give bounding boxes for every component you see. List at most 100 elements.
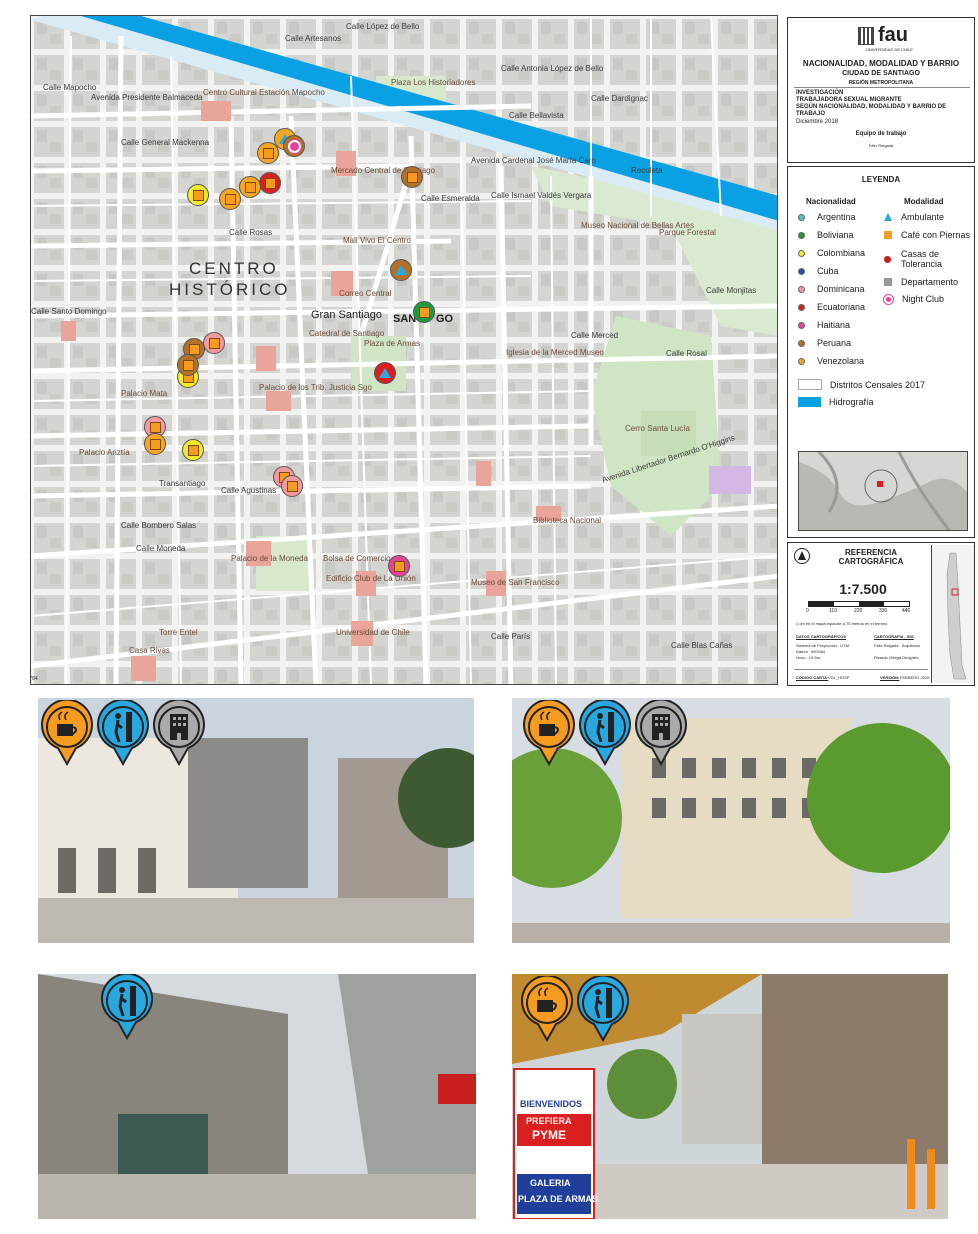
legend-label: Casas de xyxy=(901,249,940,259)
legend-item: Café con Piernas xyxy=(884,230,970,240)
version-value: FEBRERO 2020. xyxy=(900,675,931,680)
district-label: CENTRO xyxy=(189,259,279,278)
logo-text: fau xyxy=(878,24,908,46)
santiago-label: SAN xyxy=(393,313,417,325)
dot-icon xyxy=(884,256,891,263)
street-label: Calle París xyxy=(491,632,531,641)
version-label: VERSIÓN: xyxy=(880,675,900,680)
place-label: Casa Rivas xyxy=(129,646,170,655)
street-label: Recoleta xyxy=(631,166,663,175)
haitiana-dot-icon xyxy=(798,321,805,329)
reference-panel: REFERENCIA CARTOGRÁFICA 1:7.500 0 110 22… xyxy=(787,542,975,686)
legend-item: Colombiana xyxy=(798,248,865,258)
legend-label: Peruana xyxy=(817,338,852,348)
place-label: Universidad de Chile xyxy=(336,628,410,637)
place-label: Biblioteca Nacional xyxy=(533,516,602,525)
legend-label: Tolerancia xyxy=(901,259,943,269)
locator-map xyxy=(798,451,968,531)
map-marker-boliviana-cafe[interactable] xyxy=(413,301,435,323)
map-marker-venezolana-cafe[interactable] xyxy=(239,176,261,198)
north-arrow-icon xyxy=(794,548,810,564)
university-seal-icon xyxy=(858,26,874,45)
place-label: Edificio Club de La Unión xyxy=(326,574,416,583)
place-label: Plaza Los Historiadores xyxy=(391,78,476,87)
district-label: HISTÓRICO xyxy=(169,280,291,299)
legend-item: Ambulante xyxy=(884,212,944,222)
photo-scene xyxy=(512,698,950,943)
place-label: Palacio Mata xyxy=(121,389,168,398)
legend-label: Dominicana xyxy=(817,284,865,294)
cafe-icon xyxy=(522,698,576,767)
map-marker-peruana-ambulante[interactable] xyxy=(390,259,412,281)
map-marker-venezolana-cafe[interactable] xyxy=(219,188,241,210)
legend-item: Night Club xyxy=(884,294,944,304)
street-worker-icon xyxy=(96,698,150,767)
street-label: Transantiago xyxy=(159,479,206,488)
scale-bar xyxy=(808,601,910,607)
legend-label: Colombiana xyxy=(817,248,866,258)
chile-inset-map xyxy=(931,545,974,683)
reference-cell: Arquitecto xyxy=(902,643,921,648)
investigation-label: INVESTIGACIÓN xyxy=(796,90,844,96)
team-name: Félix Reigada xyxy=(868,143,894,148)
fau-logo: fau xyxy=(858,24,908,47)
map-marker-dominicana-cafe[interactable] xyxy=(203,332,225,354)
legend-label: Venezolana xyxy=(817,356,865,366)
legend-label: Departamento xyxy=(901,277,959,287)
legend-label: Distritos Censales 2017 xyxy=(830,379,926,390)
place-label: Palacio de la Moneda xyxy=(231,554,308,563)
photo-galeria-plaza-de-armas: BIENVENIDOS PREFIERA PYME GALERIA PLAZA … xyxy=(512,974,948,1219)
legend-item: Peruana xyxy=(798,338,851,348)
legend-item: Argentina xyxy=(798,212,856,222)
map-marker-colombiana-cafe[interactable] xyxy=(187,184,209,206)
map-marker-venezolana-cafe[interactable] xyxy=(144,433,166,455)
map-marker-ecuatoriana-cafe[interactable] xyxy=(259,172,281,194)
reference-cell: Ricardo Ortega xyxy=(874,655,902,660)
legend-label: Cuba xyxy=(817,266,839,276)
map-marker-peruana-cafe[interactable] xyxy=(401,166,423,188)
street-label: Calle Blas Cañas xyxy=(671,641,733,650)
sign-text: PLAZA DE ARMAS xyxy=(518,1194,598,1204)
map-marker-colombiana-cafe[interactable] xyxy=(182,439,204,461)
colombiana-dot-icon xyxy=(798,249,805,257)
place-label: Parque Forestal xyxy=(659,228,716,237)
map-marker-peruana-night-club[interactable] xyxy=(283,135,305,157)
map-marker-ecuatoriana-ambulante[interactable] xyxy=(374,362,396,384)
boliviana-dot-icon xyxy=(798,231,805,239)
map-marker-venezolana-cafe[interactable] xyxy=(257,142,279,164)
legend-label: Haitiana xyxy=(817,320,851,330)
place-label: Catedral de Santiago xyxy=(309,329,385,338)
photo-plaza-de-armas-1 xyxy=(38,698,474,943)
chile-outline xyxy=(946,552,967,680)
scale-tick: 0 xyxy=(806,608,809,614)
street-label: Calle Santo Domingo xyxy=(31,307,107,316)
map-marker-haitiana-cafe[interactable] xyxy=(388,555,410,577)
legend-label: Night Club xyxy=(902,294,945,304)
legend-item: Departamento xyxy=(884,277,958,287)
street-label: Calle Rosas xyxy=(229,228,273,237)
legend-item: Boliviana xyxy=(798,230,854,240)
map-marker-peruana-cafe[interactable] xyxy=(177,354,199,376)
legend-item: Haitiana xyxy=(798,320,850,330)
modality-header: Modalidad xyxy=(904,197,944,206)
place-label: Correo Central xyxy=(339,289,392,298)
street-label: Calle Moneda xyxy=(136,544,186,553)
ecuatoriana-dot-icon xyxy=(798,303,805,311)
scale-tick: 440 xyxy=(902,608,911,614)
map-canvas[interactable]: Calle Artesanos Calle López de Bello Cal… xyxy=(30,15,778,685)
argentina-dot-icon xyxy=(798,213,805,221)
legend-label: Hidrografía xyxy=(829,397,874,407)
coord-label: 346784 xyxy=(30,676,38,682)
street-label: Calle General Mackenna xyxy=(121,138,210,147)
street-worker-icon xyxy=(576,974,630,1043)
map-marker-dominicana-cafe[interactable] xyxy=(144,416,166,438)
reference-cell: Huso : 19 Sur xyxy=(796,655,821,660)
place-label: Bolsa de Comercio xyxy=(323,554,391,563)
street-label: Calle Antonia López de Bello xyxy=(501,64,604,73)
map-marker-dominicana-cafe[interactable] xyxy=(281,475,303,497)
santiago-label: GO xyxy=(436,313,454,325)
legend-label: Ecuatoriana xyxy=(817,302,866,312)
legend-label: Ambulante xyxy=(901,212,945,222)
place-label: Museo de San Francisco xyxy=(471,578,560,587)
